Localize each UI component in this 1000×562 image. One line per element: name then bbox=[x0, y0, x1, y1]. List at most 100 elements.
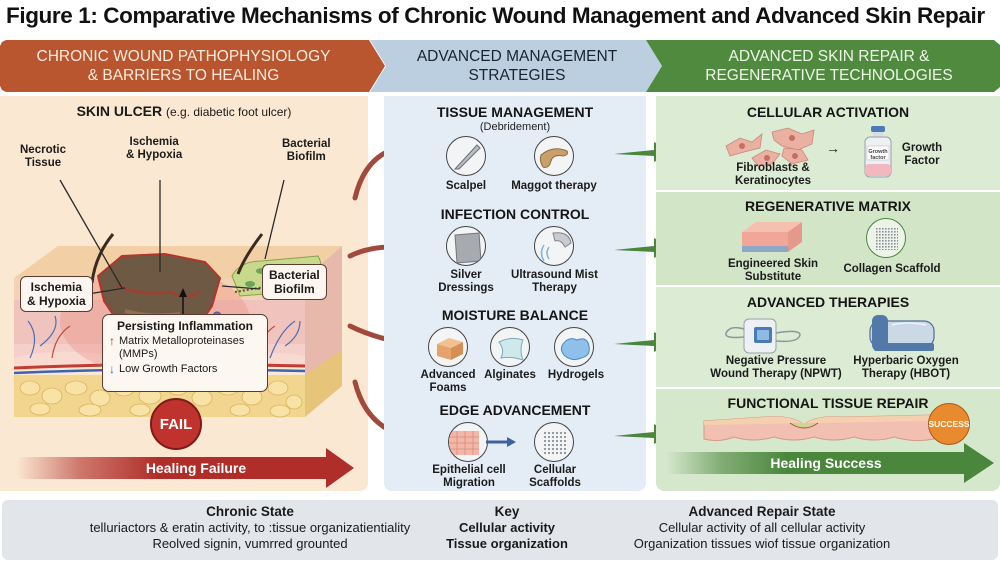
leader-line bbox=[59, 179, 123, 289]
caption-collagen-scaffold: Collagen Scaffold bbox=[843, 263, 941, 275]
alginate-icon bbox=[490, 327, 530, 367]
legend-title: Chronic State bbox=[206, 504, 294, 519]
skin-ulcer-heading: SKIN ULCER (e.g. diabetic foot ulcer) bbox=[0, 103, 368, 119]
caption-fibroblasts: Fibroblasts &Keratinocytes bbox=[734, 162, 812, 187]
arrow-shaft bbox=[666, 452, 970, 474]
silver-dressing-icon bbox=[446, 226, 486, 266]
caption-alginates: Alginates bbox=[484, 369, 536, 381]
up-arrow-icon: ↑ bbox=[109, 334, 115, 348]
banner-chronic-pathophysiology: CHRONIC WOUND PATHOPHYSIOLOGY & BARRIERS … bbox=[0, 40, 385, 92]
migration-arrow-icon bbox=[486, 437, 516, 447]
healed-skin-illustration bbox=[703, 414, 935, 442]
fail-badge: FAIL bbox=[150, 398, 202, 450]
skin-ulcer-note: (e.g. diabetic foot ulcer) bbox=[166, 105, 292, 119]
hair bbox=[90, 233, 115, 284]
healing-success-label: Healing Success bbox=[770, 455, 882, 471]
scalpel-icon bbox=[446, 136, 486, 176]
vessel-branch bbox=[27, 315, 301, 359]
banner-line: ADVANCED MANAGEMENT bbox=[416, 48, 618, 65]
fibroblast-cells-icon bbox=[725, 127, 815, 167]
fat-side-face bbox=[305, 350, 342, 417]
healing-success-arrow: Healing Success bbox=[666, 443, 996, 483]
healing-failure-arrow: Healing Failure bbox=[16, 448, 354, 488]
maggot-icon bbox=[534, 136, 574, 176]
cellular-scaffold-icon bbox=[534, 422, 574, 462]
down-arrow-icon: ↓ bbox=[109, 362, 115, 376]
legend-chronic-state: Chronic State telluriactors & eratin act… bbox=[30, 504, 470, 552]
skin-ulcer-title: SKIN ULCER bbox=[76, 103, 163, 119]
epithelial-migration-icon bbox=[448, 422, 488, 462]
caption-maggot-therapy: Maggot therapy bbox=[511, 180, 597, 192]
banner-line: CHRONIC WOUND PATHOPHYSIOLOGY bbox=[36, 48, 331, 65]
legend-line: Cellular activity bbox=[458, 520, 556, 535]
leader-line bbox=[264, 179, 285, 260]
collagen-scaffold-icon bbox=[866, 218, 906, 258]
hydrogel-icon bbox=[554, 327, 594, 367]
banner-line: ADVANCED SKIN REPAIR & bbox=[728, 48, 930, 65]
label-ischemia-box: Ischemia& Hypoxia bbox=[20, 276, 93, 312]
label-ischemia-top: Ischemia& Hypoxia bbox=[126, 136, 183, 161]
arrow-head bbox=[964, 443, 994, 483]
growth-factor-vial-icon bbox=[864, 126, 892, 178]
section-title-edge-advancement: EDGE ADVANCEMENT bbox=[439, 402, 591, 418]
section-subtitle-debridement: (Debridement) bbox=[479, 121, 551, 133]
banner-line: REGENERATIVE TECHNOLOGIES bbox=[705, 67, 953, 84]
arrow-head bbox=[326, 448, 354, 488]
hbot-chamber-icon bbox=[869, 315, 935, 351]
necrotic-tissue bbox=[117, 284, 202, 298]
banner-regenerative-technologies: ADVANCED SKIN REPAIR & REGENERATIVE TECHN… bbox=[646, 40, 1000, 92]
foam-icon bbox=[428, 327, 468, 367]
ultrasound-mist-icon bbox=[534, 226, 574, 266]
healing-failure-label: Healing Failure bbox=[145, 460, 247, 476]
section-title-advanced-therapies: ADVANCED THERAPIES bbox=[746, 294, 910, 310]
section-title-functional-tissue-repair: FUNCTIONAL TISSUE REPAIR bbox=[727, 395, 929, 411]
skin-substitute-icon bbox=[742, 222, 802, 252]
legend-title: Key bbox=[494, 504, 520, 519]
legend-advanced-repair-state: Advanced Repair State Cellular activity … bbox=[592, 504, 932, 552]
persisting-inflammation-box: Persisting Inflammation ↑ Matrix Metallo… bbox=[102, 314, 268, 392]
legend-line: Tissue organization bbox=[446, 536, 568, 551]
section-title-regenerative-matrix: REGENERATIVE MATRIX bbox=[745, 198, 911, 214]
banner-management-strategies: ADVANCED MANAGEMENT STRATEGIES bbox=[370, 40, 662, 92]
arrow-shaft bbox=[16, 457, 332, 479]
legend-line: Organization tissues wiof tissue organiz… bbox=[633, 536, 891, 551]
hair bbox=[236, 233, 264, 275]
leader-line bbox=[221, 285, 261, 290]
legend-line: Cellular activity of all cellular activi… bbox=[658, 520, 866, 535]
arrow-right-icon: → bbox=[826, 140, 840, 156]
figure-title: Figure 1: Comparative Mechanisms of Chro… bbox=[6, 3, 985, 28]
legend-line: Reolved signin, vumrred grounted bbox=[152, 536, 348, 551]
management-strategies-panel: TISSUE MANAGEMENT (Debridement) Scalpel … bbox=[384, 96, 646, 491]
caption-hydrogels: Hydrogels bbox=[547, 369, 605, 381]
section-title-moisture-balance: MOISTURE BALANCE bbox=[441, 307, 589, 323]
banner-line: & BARRIERS TO HEALING bbox=[87, 67, 280, 84]
section-title-tissue-management: TISSUE MANAGEMENT bbox=[436, 104, 594, 120]
npwt-device-icon bbox=[725, 318, 801, 354]
legend-key: Key Cellular activity Tissue organizatio… bbox=[422, 504, 592, 552]
legend-line: telluriactors & eratin activity, to :tis… bbox=[89, 520, 411, 535]
growth-factor-decrease: ↓ Low Growth Factors bbox=[109, 362, 218, 376]
inflammation-title: Persisting Inflammation bbox=[116, 319, 254, 333]
banner-line: STRATEGIES bbox=[468, 67, 566, 84]
mmp-increase: ↑ Matrix Metalloproteinases(MMPs) bbox=[109, 334, 245, 360]
section-title-cellular-activation: CELLULAR ACTIVATION bbox=[746, 104, 910, 120]
caption-scalpel: Scalpel bbox=[445, 180, 487, 192]
legend-bar: Chronic State telluriactors & eratin act… bbox=[2, 500, 998, 560]
